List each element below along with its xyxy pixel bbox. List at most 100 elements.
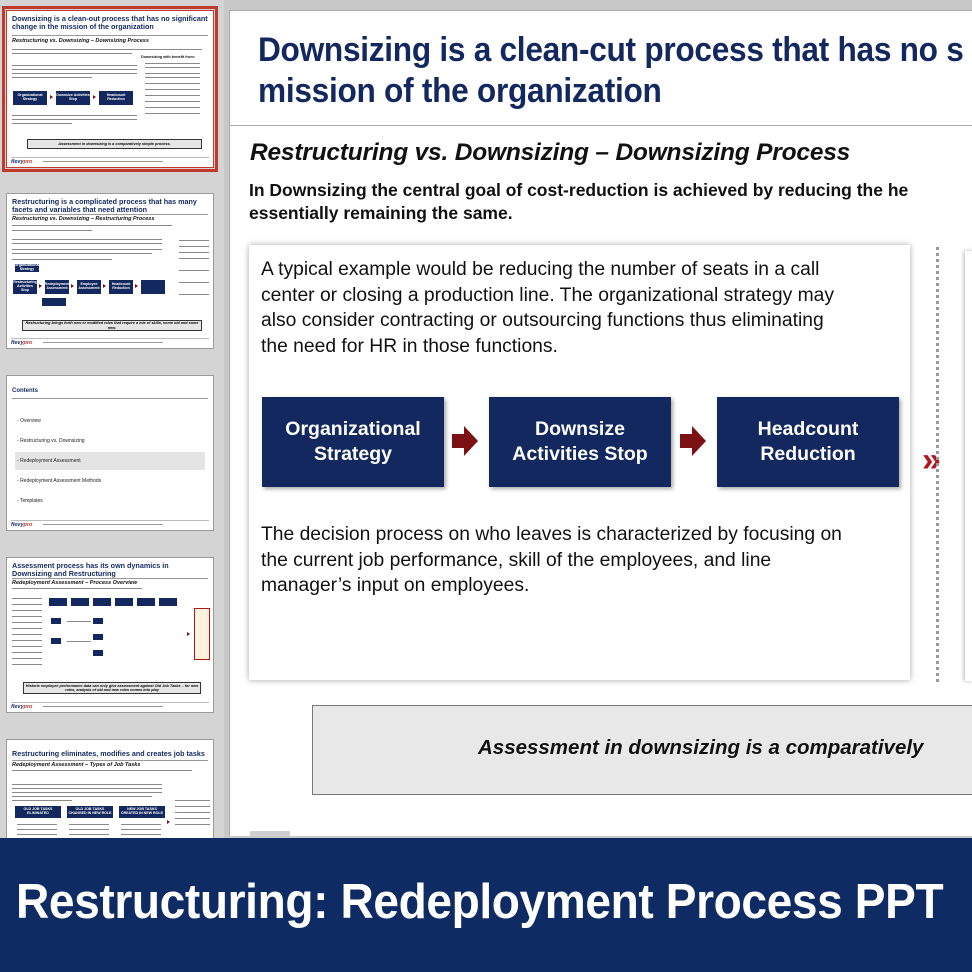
thumbnail-step-box [51,618,61,624]
thumbnail-text-line [12,622,42,624]
thumbnail-text-line [179,258,209,260]
thumbnail-step-box [93,618,103,624]
thumbnail-text-line [145,67,200,69]
thumbnail-step-box [93,650,103,656]
thumbnail-title: Restructuring eliminates, modifies and c… [12,749,205,758]
right-panel-edge [965,251,972,681]
thumbnail-text-line [145,83,200,85]
thumbnail-step-box [42,298,66,306]
process-arrow-icon [452,426,478,456]
thumbnail-text-line [17,829,57,831]
slide-lead-text[interactable]: In Downsizing the central goal of cost-r… [249,179,972,225]
thumbnail-text-line [12,634,42,636]
thumbnail-text-line [121,834,161,836]
paragraph-line: also consider contracting or outsourcing… [261,310,824,331]
thumbnail-step-box: Headcount Reduction [109,280,133,294]
thumbnail-step-box: Downsize Activities Stop [56,91,90,105]
footer-text-line [43,342,163,343]
thumbnail-callout: Assessment in downsizing is a comparativ… [27,139,202,149]
thumbnail-step-box [141,280,165,294]
thumbnail-text-line [175,812,210,814]
paragraph-line: center or closing a production line. The… [261,284,835,306]
thumbnail-text-line [12,77,92,79]
thumbnail-arrow-icon [135,284,138,288]
thumbnail-text-line [12,49,202,51]
paragraph-line: manager’s input on employees. [261,575,530,596]
thumbnail-arrow-icon [103,284,106,288]
paragraph-line: The decision process on who leaves is ch… [261,524,842,545]
thumbnail-text-line [12,65,137,67]
intro-paragraph: A typical example would be reducing the … [261,257,901,359]
thumbnail-text-line [175,800,210,802]
thumbnail-text-line [69,829,109,831]
thumbnail-text-line [12,796,152,798]
thumbnail-step-box: Organizational Strategy [14,263,40,272]
slide-title-line-2: mission of the organization [258,71,662,110]
toc-item: - Templates [17,498,43,504]
thumbnail-text-line [179,246,209,248]
thumbnail-title: Restructuring is a complicated process t… [12,197,197,215]
toc-item: - Overview [17,418,41,424]
thumbnail-text-line [12,253,152,255]
dotted-divider [936,247,939,682]
thumbnail-text-line [179,270,209,272]
thumbnail-text-line [69,834,109,836]
thumbnail-text-line [145,89,200,91]
thumbnail-text-line [12,588,142,590]
thumbnail-text-line [12,784,162,786]
slide-thumbnail-1[interactable]: Downsizing is a clean-out process that h… [2,6,218,172]
slide-thumbnail-5[interactable]: Restructuring eliminates, modifies and c… [6,739,214,838]
content-panel[interactable]: A typical example would be reducing the … [249,245,910,680]
thumbnail-text-line [12,69,137,71]
thumbnail-step-box [51,638,61,644]
slide-thumbnail-2[interactable]: Restructuring is a complicated process t… [6,193,214,349]
thumbnail-text-line [145,107,200,109]
thumbnail-text-line [121,824,161,826]
thumbnail-step-box: NEW JOB TASKS CREATED IN NEW ROLE [119,806,165,818]
thumbnail-text-line [12,770,192,772]
thumbnail-text-line [121,829,161,831]
slide-title[interactable]: Downsizing is a clean-cut process that h… [258,30,965,112]
thumbnail-text-line [175,818,210,820]
thumbnail-arrow-icon [187,632,190,636]
thumbnail-text-line [12,115,137,117]
slide-thumbnail-panel[interactable]: Downsizing is a clean-out process that h… [0,0,224,838]
thumbnail-text-line [12,664,42,666]
thumbnail-step-box [71,598,89,606]
flevypro-logo: flevypro [11,340,33,346]
thumbnail-text-line [12,225,172,227]
thumbnail-subtitle: Redeployment Assessment – Types of Job T… [12,762,141,768]
thumbnail-step-box [137,598,155,606]
thumbnail-step-box: OLD JOB TASKS CHANGED IN NEW ROLE [67,806,113,818]
footer-mark [250,831,290,836]
slide-subtitle[interactable]: Restructuring vs. Downsizing – Downsizin… [250,139,851,166]
slide-canvas[interactable]: Downsizing is a clean-cut process that h… [229,10,972,836]
thumbnail-arrow-icon [93,95,96,99]
footer-text-line [43,161,163,162]
thumbnail-callout: Historic employee performance data can o… [23,682,201,694]
thumbnail-step-box: Employee Assessment [77,280,101,294]
thumbnail-rule [12,214,208,215]
thumbnail-arrow-icon [50,95,53,99]
thumbnail-title: Downsizing is a clean-out process that h… [12,14,208,32]
thumbnail-text-line [12,616,42,618]
thumbnail-subtitle: Restructuring vs. Downsizing – Restructu… [12,216,155,222]
thumbnail-text-line [12,800,72,802]
thumbnail-step-box: Headcount Reduction [99,91,133,105]
lead-text-line-2: essentially remaining the same. [249,203,513,224]
thumbnail-connector [67,641,91,642]
thumbnail-step-box [115,598,133,606]
conclusion-callout[interactable]: Assessment in downsizing is a comparativ… [312,705,972,795]
paragraph-line: the need for HR in those functions. [261,335,558,357]
thumbnail-step-box: Organizational Strategy [13,91,47,105]
thumbnail-text-line [12,628,42,630]
thumbnail-text-line [12,652,42,654]
process-arrow-icon [680,426,706,456]
slide-thumbnail-3[interactable]: Contents - Overview - Restructuring vs. … [6,375,214,531]
thumbnail-right-heading: Downsizing with benefit from: [141,55,195,59]
slide-thumbnail-4[interactable]: Assessment process has its own dynamics … [6,557,214,713]
thumbnail-text-line [69,824,109,826]
